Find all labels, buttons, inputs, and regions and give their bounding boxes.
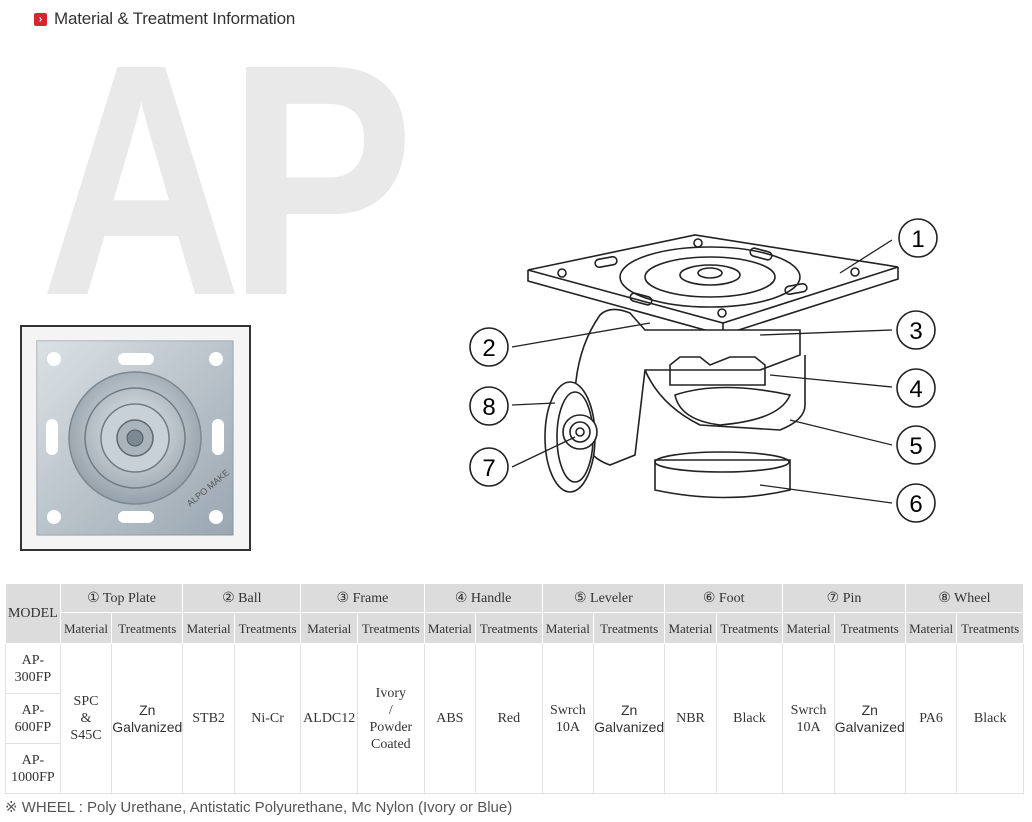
foot-material: NBR <box>664 643 717 794</box>
svg-text:5: 5 <box>909 433 922 460</box>
material-header: Material <box>664 612 717 644</box>
treatments-header: Treatments <box>833 612 906 644</box>
ball-material: STB2 <box>182 643 235 794</box>
treatments-header: Treatments <box>715 612 784 644</box>
callout-7: 7 <box>469 447 509 487</box>
handle-treatment: Red <box>475 643 543 794</box>
top-plate-photo: ALPO MAKE <box>20 325 251 551</box>
model-cell: AP-300FP <box>5 643 61 694</box>
callout-1: 1 <box>898 218 938 258</box>
wheel-treatment: Black <box>956 643 1024 794</box>
material-header: Material <box>904 612 958 644</box>
svg-text:3: 3 <box>909 318 922 345</box>
wheel-note: ※ WHEEL : Poly Urethane, Antistatic Poly… <box>5 799 513 816</box>
material-header: Material <box>541 612 595 644</box>
foot-treatment: Black <box>715 643 784 794</box>
model-cell: AP-600FP <box>5 693 61 744</box>
treatments-header: Treatments <box>357 612 425 644</box>
part-header-frame: ③ Frame <box>300 583 425 613</box>
treatments-header: Treatments <box>956 612 1024 644</box>
material-header: Material <box>182 612 235 644</box>
svg-text:6: 6 <box>909 491 922 518</box>
treatments-header: Treatments <box>475 612 543 644</box>
arrow-bullet-icon: › <box>34 12 47 26</box>
part-header-top-plate: ① Top Plate <box>59 583 184 613</box>
material-header: Material <box>423 612 477 644</box>
part-header-ball: ② Ball <box>182 583 302 613</box>
caster-diagram: 1 2 3 4 5 6 7 8 <box>469 218 938 523</box>
ap-watermark: AP <box>40 0 414 364</box>
part-header-foot: ⑥ Foot <box>664 583 784 613</box>
svg-text:4: 4 <box>909 376 922 403</box>
material-treatment-table: MODEL ① Top Plate ② Ball ③ Frame ④ Handl… <box>5 583 1025 794</box>
material-header: Material <box>300 612 359 644</box>
material-header: Material <box>59 612 113 644</box>
part-header-leveler: ⑤ Leveler <box>541 583 666 613</box>
callout-4: 4 <box>896 368 936 408</box>
svg-text:7: 7 <box>482 455 495 482</box>
model-cell: AP-1000FP <box>5 743 61 794</box>
section-header: › Material & Treatment Information <box>34 8 295 30</box>
treatments-header: Treatments <box>593 612 666 644</box>
handle-material: ABS <box>423 643 477 794</box>
top-plate-photo-image: ALPO MAKE <box>22 327 249 549</box>
callout-2: 2 <box>469 327 509 367</box>
part-header-handle: ④ Handle <box>423 583 543 613</box>
top-plate-material: SPC&S45C <box>59 643 113 794</box>
svg-text:8: 8 <box>482 394 495 421</box>
callout-8: 8 <box>469 386 509 426</box>
section-title: Material & Treatment Information <box>54 9 296 28</box>
svg-text:1: 1 <box>911 226 924 253</box>
treatments-header: Treatments <box>111 612 184 644</box>
callout-6: 6 <box>896 483 936 523</box>
treatments-header: Treatments <box>233 612 302 644</box>
ball-treatment: Ni-Cr <box>233 643 302 794</box>
svg-text:2: 2 <box>482 335 495 362</box>
material-header: Material <box>782 612 835 644</box>
part-header-wheel: ⑧ Wheel <box>904 583 1025 613</box>
model-header: MODEL <box>5 583 61 644</box>
callout-3: 3 <box>896 310 936 350</box>
wheel-material: PA6 <box>904 643 958 794</box>
frame-material: ALDC12 <box>300 643 359 794</box>
part-header-pin: ⑦ Pin <box>782 583 906 613</box>
callout-5: 5 <box>896 425 936 465</box>
